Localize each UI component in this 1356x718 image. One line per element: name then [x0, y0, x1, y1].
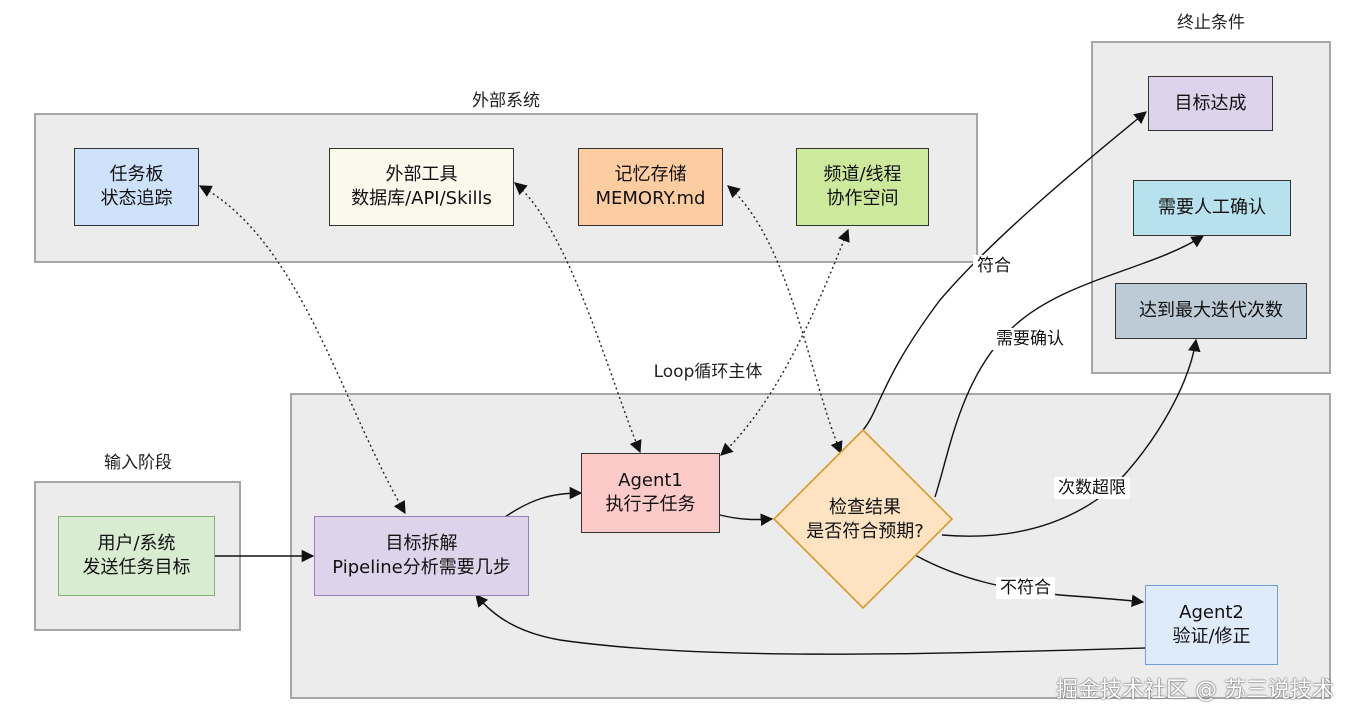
agent1-line2: 执行子任务 — [605, 494, 696, 515]
link-taskboard-decompose — [198, 185, 406, 515]
edge-label-match: 符合 — [973, 255, 1015, 277]
agent1-line1: Agent1 — [618, 470, 683, 491]
max-iteration-node: 达到最大迭代次数 — [1115, 283, 1307, 339]
termination-title: 终止条件 — [1177, 13, 1245, 33]
max-iteration-label: 达到最大迭代次数 — [1139, 300, 1283, 321]
input-title: 输入阶段 — [104, 453, 172, 473]
need-confirm-node: 需要人工确认 — [1133, 180, 1291, 236]
edge-agent1-check — [719, 513, 774, 526]
user-goal-node: 用户/系统 发送任务目标 — [58, 516, 215, 596]
external-systems-title: 外部系统 — [472, 91, 540, 111]
task-board-line1: 任务板 — [109, 164, 164, 185]
goal-reached-node: 目标达成 — [1148, 76, 1273, 131]
task-board-line2: 状态追踪 — [100, 188, 173, 209]
check-result-label: 检查结果 是否符合预期? — [775, 495, 955, 545]
memory-line1: 记忆存储 — [614, 164, 687, 185]
external-tools-line2: 数据库/API/Skills — [351, 188, 492, 209]
task-board-node: 任务板 状态追踪 — [74, 148, 199, 226]
agent2-line2: 验证/修正 — [1172, 626, 1251, 647]
channel-line2: 协作空间 — [826, 188, 899, 209]
edge-decompose-agent1 — [504, 486, 583, 518]
external-tools-node: 外部工具 数据库/API/Skills — [329, 148, 514, 226]
channel-line1: 频道/线程 — [823, 164, 902, 185]
edge-agent2-decompose — [475, 594, 1146, 655]
agent2-line1: Agent2 — [1179, 602, 1244, 623]
watermark: 掘金技术社区 @ 苏三说技术 — [1056, 678, 1334, 703]
link-memory-check — [727, 185, 843, 455]
link-tools-agent1 — [514, 182, 642, 454]
need-confirm-label: 需要人工确认 — [1158, 197, 1266, 218]
memory-line2: MEMORY.md — [595, 188, 706, 209]
decompose-line1: 目标拆解 — [385, 533, 458, 554]
edge-label-needs-confirm: 需要确认 — [992, 328, 1068, 350]
edge-check-goal — [862, 111, 1147, 431]
user-goal-line1: 用户/系统 — [97, 533, 176, 554]
decompose-line2: Pipeline分析需要几步 — [332, 557, 511, 578]
edge-label-over-limit: 次数超限 — [1054, 477, 1130, 499]
goal-reached-label: 目标达成 — [1174, 92, 1247, 114]
check-line1: 检查结果 — [829, 497, 901, 518]
agent1-node: Agent1 执行子任务 — [581, 453, 720, 533]
check-line2: 是否符合预期? — [806, 521, 924, 542]
goal-decompose-node: 目标拆解 Pipeline分析需要几步 — [314, 516, 529, 596]
external-tools-line1: 外部工具 — [385, 164, 458, 185]
link-channel-agent1 — [720, 228, 850, 456]
memory-store-node: 记忆存储 MEMORY.md — [578, 148, 723, 226]
user-goal-line2: 发送任务目标 — [82, 557, 191, 578]
edge-label-no-match: 不符合 — [996, 577, 1055, 599]
agent2-node: Agent2 验证/修正 — [1145, 585, 1278, 665]
channel-node: 频道/线程 协作空间 — [796, 148, 929, 226]
check-diamond-shape — [772, 428, 954, 610]
